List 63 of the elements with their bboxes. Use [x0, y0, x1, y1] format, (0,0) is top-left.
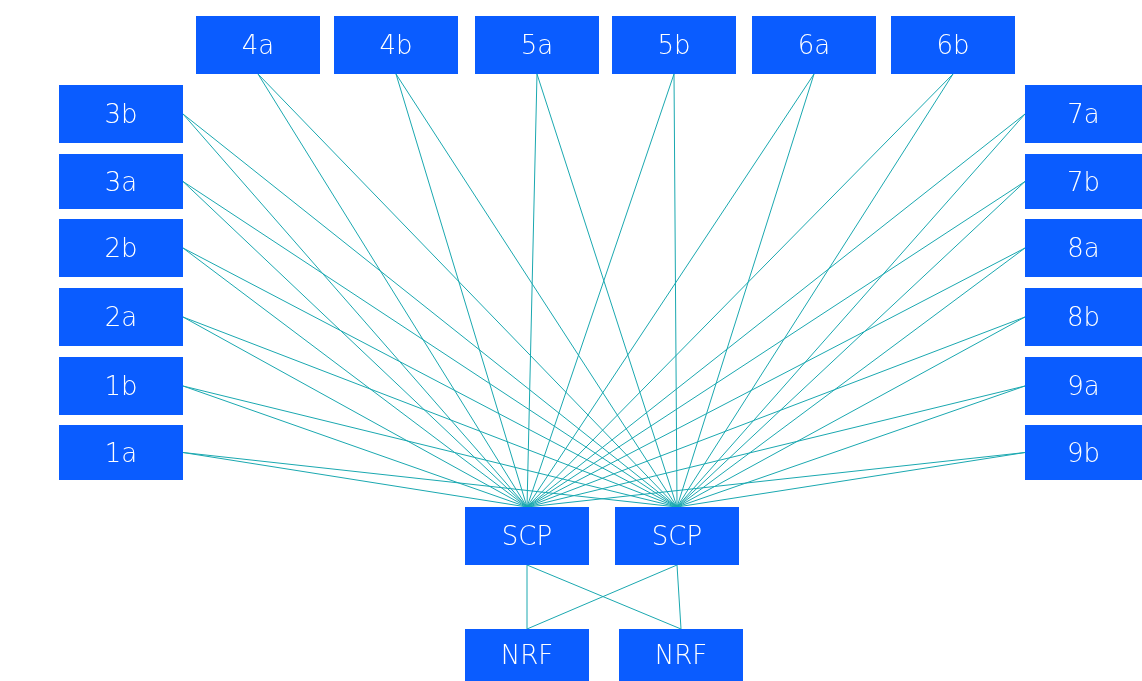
process-box	[59, 425, 183, 480]
process-box	[1025, 425, 1142, 480]
connector-line	[676, 564, 682, 630]
process-box	[465, 629, 589, 681]
node-label: 6b	[936, 30, 970, 60]
process-box	[59, 154, 183, 209]
process-box	[619, 629, 743, 681]
connector-line	[676, 247, 1026, 508]
connector-line	[182, 113, 528, 508]
connector-line	[676, 73, 815, 508]
connector-line	[182, 452, 678, 508]
connector-line	[676, 316, 1026, 508]
node-label: 2a	[104, 302, 138, 332]
node-label: 5a	[520, 30, 554, 60]
connector-line	[526, 73, 815, 508]
connector-line	[676, 452, 1026, 508]
connector-line	[182, 113, 678, 508]
node-label: 7a	[1067, 99, 1100, 129]
process-box	[59, 219, 183, 277]
connector-line	[182, 316, 528, 508]
node-label: 6a	[797, 30, 831, 60]
process-box	[1025, 154, 1142, 209]
node-label: 4a	[241, 30, 275, 60]
connector-line	[182, 247, 528, 508]
process-box	[475, 16, 599, 74]
connector-line	[182, 247, 678, 508]
node-label: 8b	[1066, 302, 1100, 332]
process-box	[615, 507, 739, 565]
connector-line	[526, 73, 538, 508]
node-label: 8a	[1067, 233, 1100, 263]
process-box	[1025, 85, 1142, 143]
node-label: 7b	[1066, 166, 1100, 197]
process-box	[59, 288, 183, 346]
node-label: 1b	[104, 371, 138, 401]
node-label: 9b	[1066, 437, 1100, 468]
process-box	[1025, 219, 1142, 277]
node-label: 2b	[104, 233, 138, 263]
node-label: 9a	[1067, 371, 1100, 401]
process-box	[1025, 288, 1142, 346]
node-label: 1a	[104, 437, 138, 468]
node-label: 3a	[104, 166, 138, 197]
node-label: 5b	[657, 30, 691, 60]
connector-line	[182, 452, 528, 508]
process-box	[196, 16, 320, 74]
process-box	[752, 16, 876, 74]
node-label: 3b	[104, 99, 138, 129]
node-label: NRF	[500, 640, 554, 670]
node-label: SCP	[651, 521, 703, 551]
connector-line	[526, 564, 528, 630]
process-box	[465, 507, 589, 565]
connector-line	[673, 73, 678, 508]
process-box	[891, 16, 1015, 74]
connector-line	[676, 113, 1026, 508]
process-box	[612, 16, 736, 74]
node-label: NRF	[654, 640, 708, 670]
connector-line	[676, 385, 1026, 508]
node-label: 4b	[379, 30, 413, 60]
process-box	[1025, 357, 1142, 415]
process-box	[334, 16, 458, 74]
process-box	[59, 85, 183, 143]
process-box	[59, 357, 183, 415]
node-label: SCP	[501, 521, 553, 551]
connector-line	[182, 385, 528, 508]
